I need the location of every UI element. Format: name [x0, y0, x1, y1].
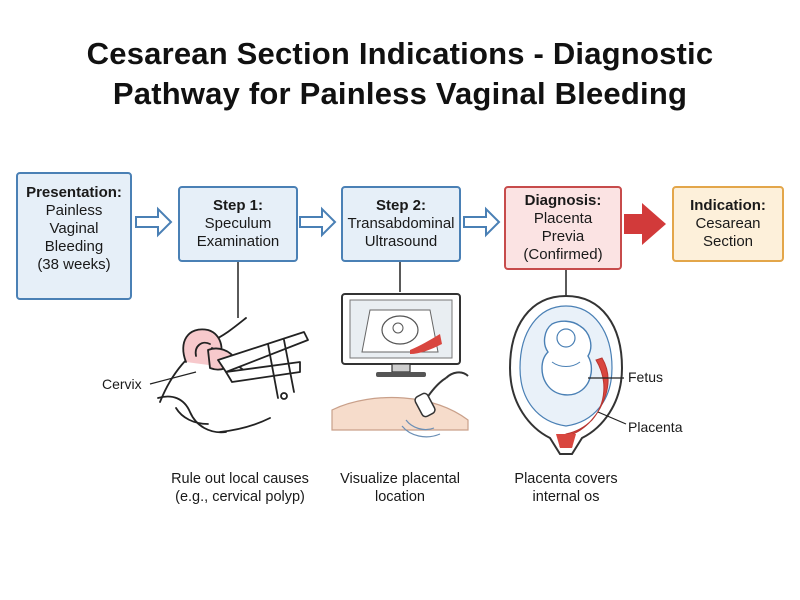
diagnosis-heading: Diagnosis: [524, 192, 602, 209]
title-line-2: Pathway for Painless Vaginal Bleeding [112, 76, 688, 111]
presentation-line-4: (38 weeks) [37, 256, 111, 273]
step2-caption: Visualize placental location [320, 470, 480, 506]
step1-caption-line-2: (e.g., cervical polyp) [175, 489, 305, 505]
step2-line-2: Ultrasound [364, 233, 438, 250]
hollow-arrow-2 [299, 206, 337, 238]
step1-line-2: Examination [196, 233, 280, 250]
presentation-line-1: Painless [45, 202, 103, 219]
step1-caption: Rule out local causes (e.g., cervical po… [140, 470, 340, 506]
ultrasound-monitor-icon [341, 293, 461, 377]
speculum-illustration [157, 317, 309, 434]
fetus-label: Fetus [628, 369, 664, 385]
diagnosis-caption: Placenta covers internal os [486, 470, 646, 506]
page-title: Cesarean Section Indications - Diagnosti… [0, 34, 800, 114]
hollow-arrow-3 [463, 206, 501, 238]
cervix-leader [149, 371, 197, 385]
step2-caption-line-1: Visualize placental [340, 471, 460, 487]
step2-heading: Step 2: [375, 197, 426, 214]
diagnosis-line-1: Placenta [533, 210, 593, 227]
diagnosis-box: Diagnosis: Placenta Previa (Confirmed) [504, 186, 622, 270]
presentation-box: Presentation: Painless Vaginal Bleeding … [16, 172, 132, 300]
title-line-1: Cesarean Section Indications - Diagnosti… [86, 36, 714, 71]
presentation-line-3: Bleeding [44, 238, 104, 255]
indication-heading: Indication: [690, 197, 766, 214]
diagnosis-line-3: (Confirmed) [523, 246, 603, 263]
solid-red-arrow [624, 203, 666, 245]
diagnosis-line-2: Previa [541, 228, 585, 245]
step1-box: Step 1: Speculum Examination [178, 186, 298, 262]
diagnosis-caption-line-2: internal os [532, 489, 600, 505]
step2-line-1: Transabdominal [347, 215, 455, 232]
placenta-label: Placenta [628, 419, 683, 435]
step1-caption-line-1: Rule out local causes [171, 471, 309, 487]
placenta-leader [597, 411, 627, 425]
step2-caption-line-2: location [375, 489, 425, 505]
diagnosis-caption-line-1: Placenta covers [514, 471, 618, 487]
uterus-placenta-previa-illustration [508, 294, 624, 455]
step1-heading: Step 1: [212, 197, 263, 214]
indication-line-2: Section [702, 233, 754, 250]
indication-line-1: Cesarean [695, 215, 761, 232]
hollow-arrow-1 [135, 206, 173, 238]
cervix-label: Cervix [102, 376, 142, 392]
presentation-heading: Presentation: [26, 184, 122, 201]
step1-line-1: Speculum [204, 215, 272, 232]
presentation-line-2: Vaginal [49, 220, 99, 237]
step2-box: Step 2: Transabdominal Ultrasound [341, 186, 461, 262]
abdomen-and-probe-illustration [331, 371, 469, 438]
indication-box: Indication: Cesarean Section [672, 186, 784, 262]
